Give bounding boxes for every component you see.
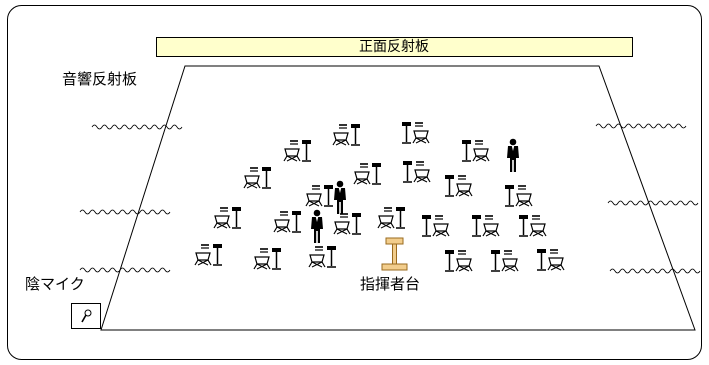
conductor-podium-label: 指揮者台 <box>360 275 421 293</box>
acoustic-reflector-label: 音響反射板 <box>62 70 138 88</box>
front-reflector-label: 正面反射板 <box>359 38 429 55</box>
stage-area <box>100 65 696 331</box>
conductor-podium-icon <box>381 237 408 271</box>
mic-icon <box>71 303 101 329</box>
ambient-mic-label: 陰マイク <box>25 275 85 293</box>
front-reflector-panel <box>156 37 633 57</box>
